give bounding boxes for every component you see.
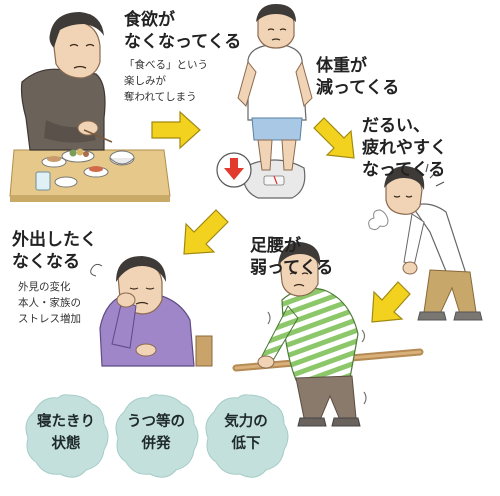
man-hand — [135, 343, 157, 357]
scene-weak-legs — [232, 242, 424, 427]
man-hand — [116, 292, 136, 308]
flow-arrows — [151, 110, 411, 323]
arrow-down-right-icon — [313, 117, 355, 159]
step-title: 外出したく — [12, 230, 97, 250]
outcome-badges — [25, 394, 289, 478]
step-note: 「食べる」という — [124, 59, 208, 71]
chopsticks — [83, 129, 113, 143]
plate — [54, 176, 78, 188]
step-title: なくなってくる — [124, 32, 242, 52]
man-hand — [257, 355, 275, 369]
man-hair — [384, 166, 425, 190]
badge-bedridden — [25, 394, 109, 478]
step-title: 足腰が — [250, 236, 301, 256]
man-legs — [257, 139, 297, 171]
breath-puff — [368, 209, 389, 231]
man-arms — [237, 60, 313, 107]
step-note: 外見の変化 — [18, 281, 71, 293]
man-shorts — [251, 117, 303, 141]
man-hair — [49, 12, 104, 48]
scene-weight-loss — [216, 4, 313, 199]
man-undershirt — [247, 43, 307, 121]
outcome-label: 状態 — [51, 436, 81, 452]
step-title: 疲れやすく — [362, 138, 447, 158]
chair — [195, 335, 213, 367]
scene-fatigue — [368, 163, 483, 321]
man-hair — [256, 4, 296, 22]
arrow-down-left-icon — [371, 281, 411, 323]
man-trousers — [423, 269, 477, 315]
man-hair — [278, 242, 321, 266]
glass — [35, 171, 51, 191]
down-arrow-icon — [224, 158, 244, 180]
man-trousers — [295, 375, 357, 421]
scene-stay-home — [90, 256, 213, 367]
outcome-label: うつ等の — [127, 414, 185, 430]
step-note: 楽しみが — [124, 75, 166, 87]
arrow-up-left-icon — [183, 209, 229, 255]
outcome-label: 気力の — [224, 414, 268, 430]
badge-lethargy — [205, 394, 289, 478]
man-striped-shirt — [281, 287, 359, 381]
step-note: 奪われてしまう — [124, 91, 197, 103]
outcome-label: 寝たきり — [37, 414, 95, 430]
step-title: だるい、 — [362, 116, 430, 136]
step-title: 減ってくる — [316, 78, 400, 98]
step-title: 食欲が — [124, 10, 175, 30]
badge-depression — [115, 394, 199, 478]
man-hair — [116, 256, 166, 282]
outcome-label: 併発 — [141, 436, 171, 452]
man-shoes — [417, 311, 483, 321]
step-note: 本人・家族の — [18, 297, 81, 309]
arrow-right-icon — [151, 110, 201, 150]
step-note: ストレス増加 — [18, 313, 81, 325]
man-hand — [77, 120, 99, 136]
outcome-label: 低下 — [231, 436, 261, 452]
step-title: なってくる — [362, 160, 446, 180]
step-title: なくなる — [12, 252, 80, 272]
step-title: 弱ってくる — [250, 258, 334, 278]
scene-appetite-loss — [9, 12, 171, 202]
step-title: 体重が — [316, 56, 367, 76]
